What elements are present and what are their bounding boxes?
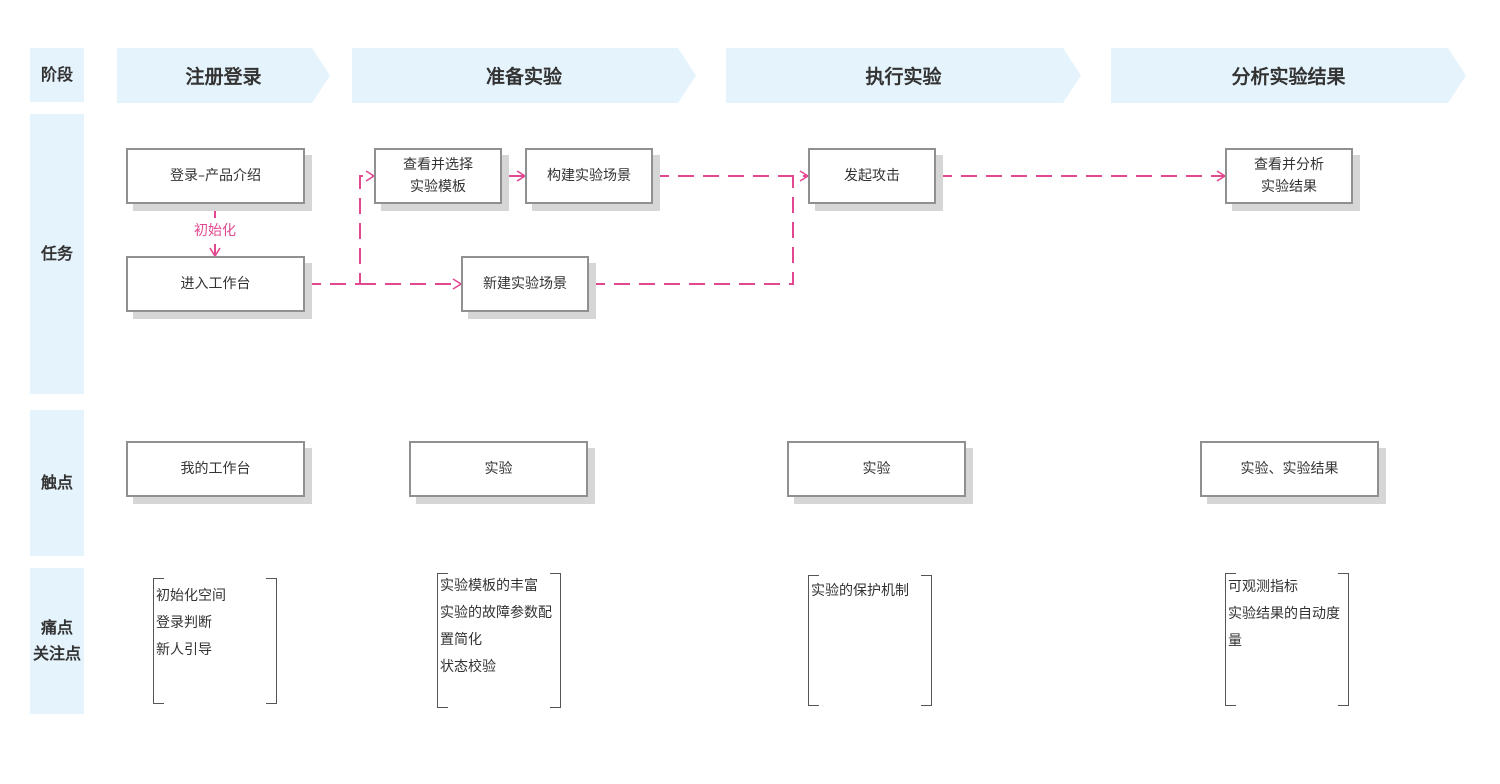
bracket-right <box>550 573 561 708</box>
task-view-result[interactable]: 查看并分析 实验结果 <box>1225 148 1353 204</box>
pain-point-item: 实验的保护机制 <box>811 583 909 599</box>
touchpoint-experiment-prepare[interactable]: 实验 <box>409 441 588 497</box>
task-new-scene-label: 新建实验场景 <box>483 276 567 292</box>
pain-point-item: 状态校验 <box>440 659 496 675</box>
touchpoint-experiment-prepare-label: 实验 <box>484 461 513 477</box>
row-label-touchpoint: 触点 <box>30 410 84 556</box>
stage-analyze-results: 分析实验结果 <box>1111 48 1466 103</box>
row-label-pain-text-2: 关注点 <box>32 644 81 663</box>
init-label: 初始化 <box>194 223 236 239</box>
task-view-template-label-2: 实验模板 <box>410 179 466 195</box>
pain-point-item: 登录判断 <box>156 615 212 631</box>
touchpoint-experiment-execute[interactable]: 实验 <box>787 441 966 497</box>
task-launch-attack-label: 发起攻击 <box>844 168 900 184</box>
task-login-intro[interactable]: 登录–产品介绍 <box>126 148 305 204</box>
pain-point-item: 可观测指标 <box>1228 579 1298 595</box>
touchpoint-experiment-results[interactable]: 实验、实验结果 <box>1200 441 1379 497</box>
task-login-intro-label: 登录–产品介绍 <box>170 168 261 184</box>
bracket-right <box>921 575 932 706</box>
pain-point-item: 量 <box>1228 633 1242 649</box>
touchpoint-experiment-execute-label: 实验 <box>862 461 891 477</box>
row-label-stage-text: 阶段 <box>40 65 73 84</box>
pain-point-item: 置简化 <box>440 632 482 648</box>
connector-workbench-to-template <box>305 170 376 285</box>
connector-new-scene-to-attack <box>589 176 794 285</box>
touchpoint-my-workbench[interactable]: 我的工作台 <box>126 441 305 497</box>
task-new-scene[interactable]: 新建实验场景 <box>461 256 589 312</box>
stage-prepare-experiment: 准备实验 <box>352 48 696 103</box>
stage-analyze-results-label: 分析实验结果 <box>1231 66 1346 88</box>
pain-points-analyze: 可观测指标 实验结果的自动度 量 <box>1225 573 1349 706</box>
stage-execute-experiment-label: 执行实验 <box>865 66 942 88</box>
pain-points-execute: 实验的保护机制 <box>808 575 932 706</box>
pain-point-item: 实验结果的自动度 <box>1228 606 1340 622</box>
pain-points-prepare: 实验模板的丰富 实验的故障参数配 置简化 状态校验 <box>437 573 561 708</box>
stage-execute-experiment: 执行实验 <box>726 48 1081 103</box>
stage-register-login: 注册登录 <box>117 48 330 103</box>
touchpoint-experiment-results-label: 实验、实验结果 <box>1240 461 1339 477</box>
pain-point-item: 实验的故障参数配 <box>440 605 552 621</box>
row-label-task: 任务 <box>30 114 84 394</box>
pain-point-item: 实验模板的丰富 <box>440 578 538 594</box>
touchpoint-my-workbench-label: 我的工作台 <box>180 461 251 477</box>
bracket-right <box>1338 573 1349 706</box>
row-label-stage: 阶段 <box>30 48 84 102</box>
task-enter-workbench[interactable]: 进入工作台 <box>126 256 305 312</box>
bracket-left <box>153 578 164 704</box>
pain-point-item: 新人引导 <box>156 642 212 658</box>
task-view-template-label-1: 查看并选择 <box>403 157 473 173</box>
task-view-result-label-1: 查看并分析 <box>1254 157 1324 173</box>
task-view-result-label-2: 实验结果 <box>1261 179 1317 195</box>
pain-points-register: 初始化空间 登录判断 新人引导 <box>153 578 277 704</box>
pain-point-item: 初始化空间 <box>156 588 226 604</box>
stage-register-login-label: 注册登录 <box>185 66 262 88</box>
bracket-left <box>808 575 819 706</box>
task-build-scene-label: 构建实验场景 <box>547 168 631 184</box>
task-enter-workbench-label: 进入工作台 <box>180 276 251 292</box>
bracket-left <box>437 573 448 708</box>
row-label-task-text: 任务 <box>40 244 73 263</box>
task-build-scene[interactable]: 构建实验场景 <box>525 148 653 204</box>
row-label-pain: 痛点 关注点 <box>30 568 84 714</box>
stage-prepare-experiment-label: 准备实验 <box>485 66 562 88</box>
row-label-pain-text-1: 痛点 <box>40 618 73 637</box>
task-launch-attack[interactable]: 发起攻击 <box>808 148 936 204</box>
row-label-touchpoint-text: 触点 <box>40 473 73 492</box>
bracket-right <box>266 578 277 704</box>
bracket-left <box>1225 573 1236 706</box>
task-view-template[interactable]: 查看并选择 实验模板 <box>374 148 502 204</box>
